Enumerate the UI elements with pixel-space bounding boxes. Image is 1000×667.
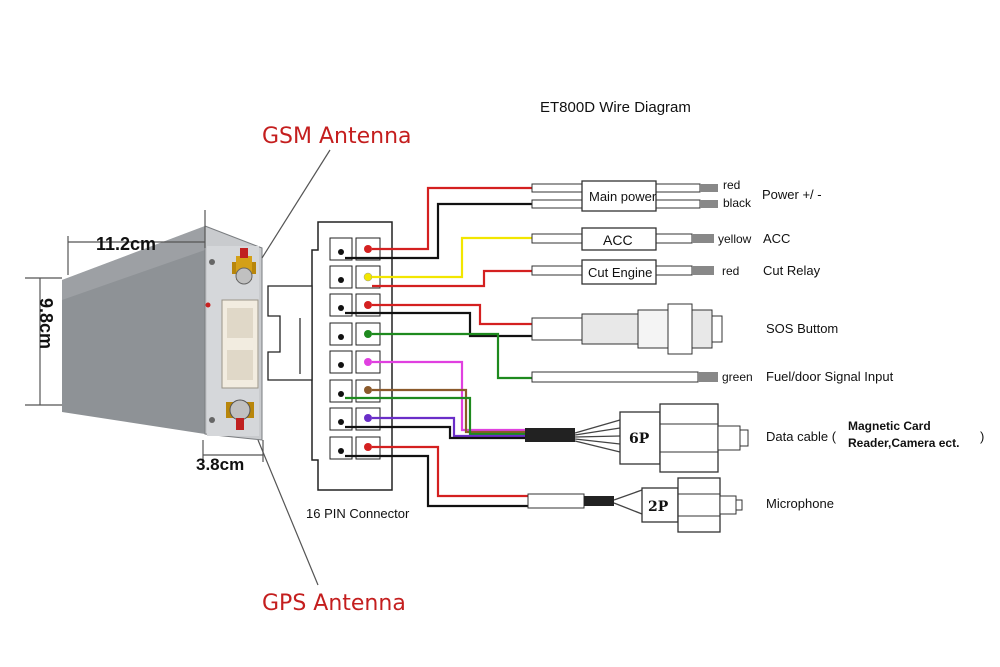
gsm-antenna-label: GSM Antenna: [262, 124, 412, 149]
data-cable-close-paren: ): [980, 429, 984, 444]
main-power-function: Power +/ -: [762, 187, 822, 202]
cut-engine-function: Cut Relay: [763, 263, 821, 278]
microphone-plug-label: 2P: [648, 499, 669, 515]
gps-antenna-connector: [226, 399, 254, 430]
harness-cut-engine: Cut Engine red Cut Relay: [531, 259, 821, 285]
harness-fuel-door: green Fuel/door Signal Input: [531, 369, 894, 384]
cut-engine-box-label: Cut Engine: [588, 265, 652, 280]
acc-function: ACC: [763, 231, 790, 246]
data-cable-note-line2: Reader,Camera ect.: [848, 436, 959, 450]
gsm-antenna-connector: [232, 248, 256, 285]
sos-function: SOS Buttom: [766, 321, 838, 336]
pin-connector: [267, 221, 393, 491]
harness-acc: ACC yellow ACC: [531, 227, 790, 251]
data-cable-plug-label: 6P: [629, 431, 650, 447]
wires: [345, 186, 532, 508]
fuel-door-function: Fuel/door Signal Input: [766, 369, 894, 384]
dimension-depth: 3.8cm: [196, 455, 244, 474]
connector-label: 16 PIN Connector: [306, 506, 410, 521]
dimension-width: 11.2cm: [96, 234, 156, 254]
main-power-wire-red: red: [723, 178, 740, 192]
main-power-box-label: Main power: [589, 189, 657, 204]
harness-microphone: 2P Microphone: [527, 477, 834, 533]
diagram-title: ET800D Wire Diagram: [540, 99, 691, 116]
data-cable-function: Data cable (: [766, 429, 837, 444]
fuel-door-wire-green: green: [722, 370, 753, 384]
gps-antenna-label: GPS Antenna: [262, 591, 406, 616]
harness-main-power: Main power red black Power +/ -: [531, 178, 822, 212]
dimension-height: 9.8cm: [36, 298, 56, 349]
harness-data-cable: 6P Data cable ( Magnetic Card Reader,Cam…: [525, 403, 984, 473]
main-power-wire-black: black: [723, 196, 752, 210]
dimension-lines: [25, 149, 331, 586]
tracker-device: [62, 225, 263, 441]
cut-engine-wire-red: red: [722, 264, 739, 278]
microphone-function: Microphone: [766, 496, 834, 511]
acc-wire-yellow: yellow: [718, 232, 752, 246]
acc-box-label: ACC: [603, 232, 633, 248]
harness-sos-button: SOS Buttom: [531, 303, 838, 355]
data-cable-note-line1: Magnetic Card: [848, 419, 931, 433]
